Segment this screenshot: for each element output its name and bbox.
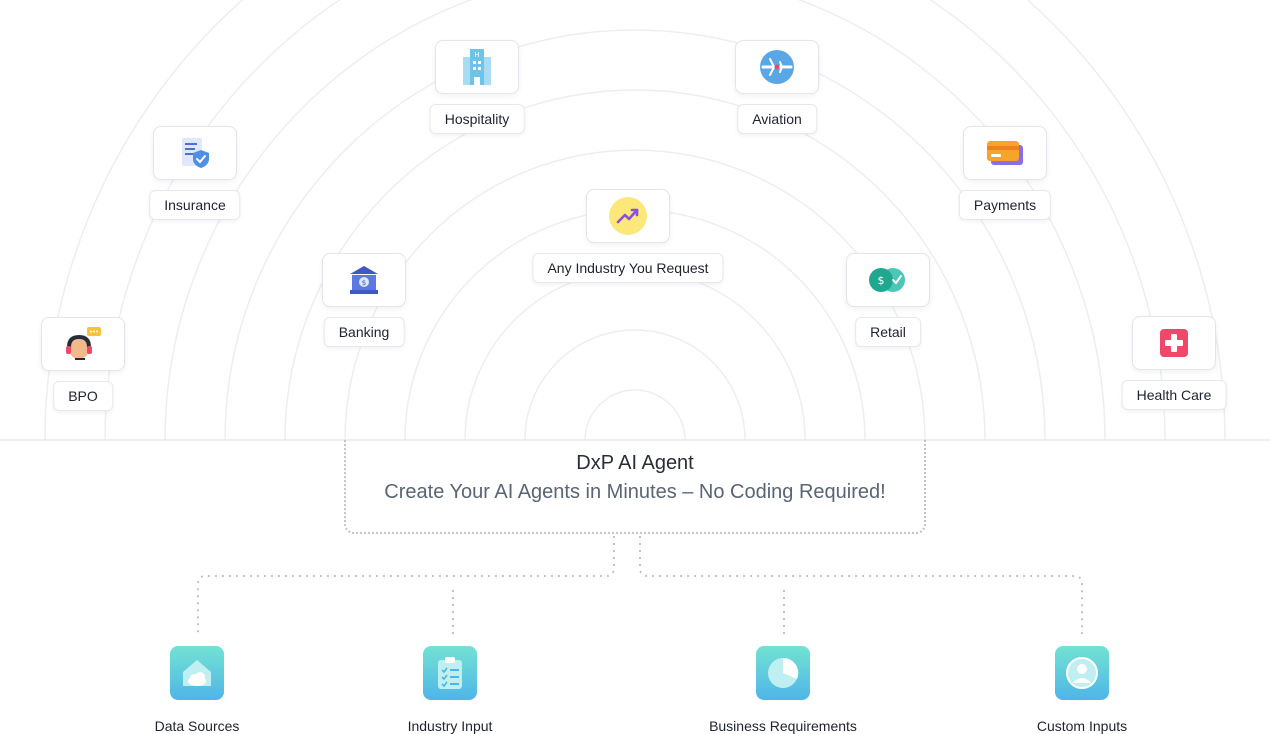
arc-ring [224,29,1046,441]
svg-text:$: $ [362,279,366,287]
industry-label: Any Industry You Request [532,253,724,283]
bank-building-icon: $ [350,266,378,294]
icon-box [963,126,1047,180]
icon-box [586,189,670,243]
trending-chart-icon [609,197,647,235]
icon-box: $ [322,253,406,307]
credit-card-icon [987,141,1023,165]
pie-chart-icon [768,657,799,688]
industry-label: Payments [958,190,1052,220]
industry-label: Banking [323,317,405,347]
input-industry-input[interactable]: Industry Input [350,646,550,734]
industry-label: Hospitality [429,104,525,134]
icon-box [1132,316,1216,370]
medical-cross-icon [1160,329,1188,357]
cloud-home-icon [183,660,211,686]
bottom-icon-box [756,646,810,700]
arc-ring [524,329,746,441]
input-label: Business Requirements [709,718,857,734]
industry-label: BPO [53,381,113,411]
call-center-headset-icon [66,327,101,360]
arc-ring [584,389,686,441]
hotel-building-icon: H [463,49,491,85]
arc-ring [104,0,1166,441]
bottom-icon-box [170,646,224,700]
input-label: Custom Inputs [1036,718,1128,734]
clipboard-checklist-icon [438,657,462,689]
icon-box: $ [846,253,930,307]
icon-box [41,317,125,371]
svg-text:$: $ [878,274,885,287]
icon-box [735,40,819,94]
bottom-icon-box [423,646,477,700]
bottom-icon-box [1055,646,1109,700]
input-custom-inputs[interactable]: Custom Inputs [982,646,1182,734]
agent-title: DxP AI Agent [576,452,694,474]
airplane-icon [760,50,794,84]
arc-ring [464,269,806,441]
arc-ring [404,209,866,441]
industry-label: Retail [855,317,921,347]
icon-box: H [435,40,519,94]
agent-box: DxP AI Agent Create Your AI Agents in Mi… [344,440,926,534]
connector-right [639,536,1083,634]
input-label: Industry Input [407,718,493,734]
industry-label: Aviation [737,104,817,134]
svg-text:H: H [474,51,479,59]
input-label: Data Sources [154,718,240,734]
user-profile-icon [1066,657,1098,689]
input-business-requirements[interactable]: Business Requirements [683,646,883,734]
industry-label: Insurance [149,190,241,220]
agent-subtitle: Create Your AI Agents in Minutes – No Co… [384,481,886,503]
money-exchange-icon: $ [869,268,905,292]
input-data-sources[interactable]: Data Sources [97,646,297,734]
arc-ring [44,0,1226,441]
industry-label: Health Care [1121,380,1227,410]
insurance-document-shield-icon [182,138,209,168]
icon-box [153,126,237,180]
connector-left [197,536,615,634]
